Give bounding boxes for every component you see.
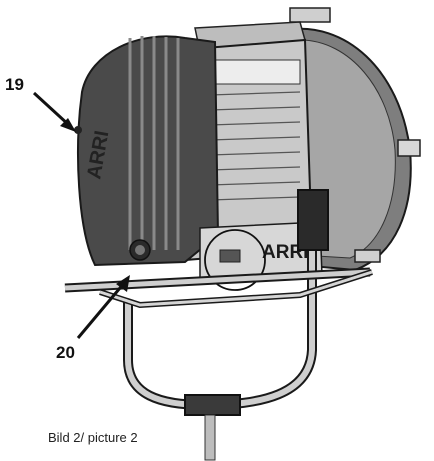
callout-19-arrow bbox=[32, 91, 76, 132]
base-rails bbox=[64, 267, 373, 309]
rear-housing: ARRI bbox=[74, 35, 220, 267]
figure-caption: Bild 2/ picture 2 bbox=[48, 430, 138, 445]
callout-number-19: 19 bbox=[5, 75, 24, 94]
callout-20-arrow bbox=[76, 275, 130, 339]
callout-number-20: 20 bbox=[56, 343, 75, 362]
yoke bbox=[123, 189, 329, 461]
front-logo: ARRI bbox=[262, 242, 308, 263]
